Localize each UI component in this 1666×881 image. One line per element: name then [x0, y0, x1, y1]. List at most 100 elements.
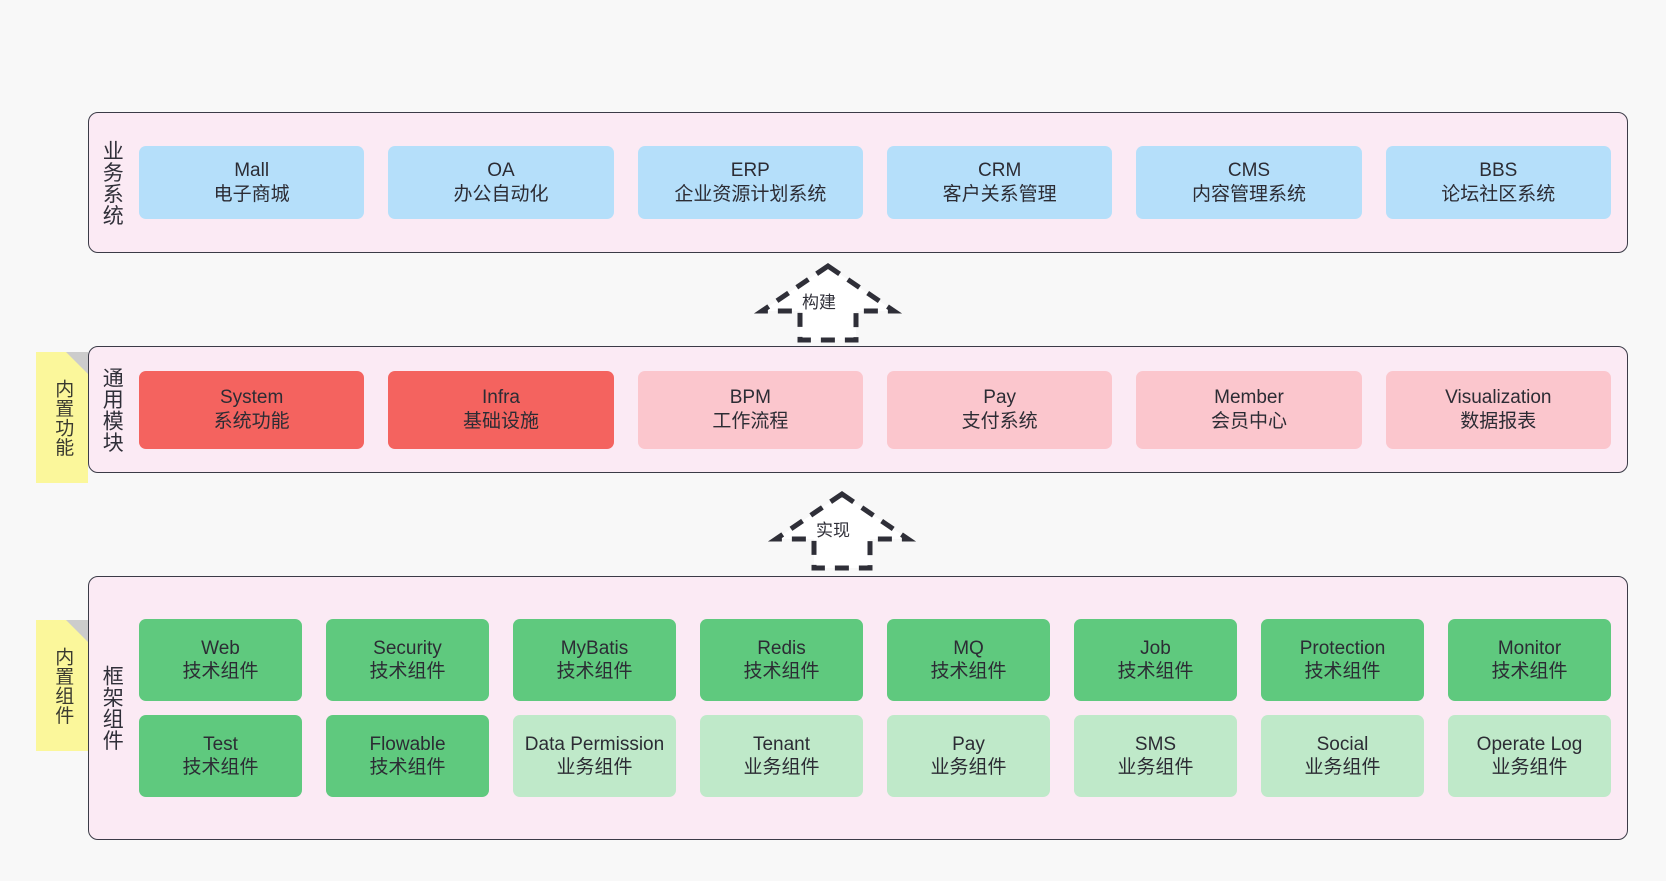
node-title: Security: [373, 637, 442, 659]
node-redis[interactable]: Redis 技术组件: [700, 619, 863, 701]
layer-business-systems: 业务系统 Mall 电子商城 OA 办公自动化 ERP 企业资源计划系统 CRM…: [88, 112, 1628, 253]
node-job[interactable]: Job 技术组件: [1074, 619, 1237, 701]
sticky-note-text: 内置功能: [52, 378, 74, 457]
node-pay-component[interactable]: Pay 业务组件: [887, 715, 1050, 797]
sticky-note-text: 内置组件: [52, 646, 74, 725]
node-operate-log[interactable]: Operate Log 业务组件: [1448, 715, 1611, 797]
node-pay-module[interactable]: Pay 支付系统: [886, 370, 1113, 449]
node-subtitle: 技术组件: [182, 757, 259, 778]
node-subtitle: 技术组件: [369, 661, 446, 682]
node-subtitle: 业务组件: [556, 757, 633, 778]
node-subtitle: 业务组件: [930, 757, 1007, 778]
node-title: Member: [1214, 387, 1284, 409]
node-visualization[interactable]: Visualization 数据报表: [1385, 370, 1611, 449]
node-title: Pay: [952, 733, 985, 755]
node-title: Infra: [481, 387, 520, 409]
layer-caption-framework-components: 框架组件: [100, 665, 124, 751]
node-subtitle: 技术组件: [1304, 661, 1381, 682]
node-title: ERP: [730, 160, 770, 182]
node-title: Pay: [983, 387, 1017, 409]
node-title: System: [219, 387, 284, 409]
arrow-implement-label: 实现: [816, 521, 850, 540]
arrow-implement-shape: [767, 490, 917, 571]
arrow-build-label: 构建: [802, 293, 836, 312]
node-subtitle: 内容管理系统: [1191, 183, 1306, 205]
node-title: MQ: [953, 637, 984, 659]
node-subtitle: 技术组件: [1491, 661, 1568, 682]
node-subtitle: 工作流程: [712, 410, 789, 432]
node-title: Operate Log: [1476, 733, 1583, 755]
node-subtitle: 会员中心: [1210, 410, 1287, 432]
node-member[interactable]: Member 会员中心: [1136, 370, 1362, 449]
node-monitor[interactable]: Monitor 技术组件: [1448, 619, 1611, 701]
note-fold-corner-icon: [66, 352, 88, 374]
note-fold-corner-icon: [66, 620, 88, 642]
node-subtitle: 支付系统: [961, 410, 1038, 432]
node-subtitle: 技术组件: [182, 661, 259, 682]
node-title: Data Permission: [524, 733, 665, 755]
node-title: Mall: [234, 160, 270, 182]
node-subtitle: 技术组件: [930, 661, 1007, 682]
node-subtitle: 客户关系管理: [942, 183, 1057, 205]
node-security[interactable]: Security 技术组件: [326, 619, 489, 701]
node-mybatis[interactable]: MyBatis 技术组件: [513, 619, 676, 701]
node-title: Monitor: [1497, 637, 1562, 659]
node-mall[interactable]: Mall 电子商城: [139, 146, 365, 219]
node-mq[interactable]: MQ 技术组件: [887, 619, 1050, 701]
node-erp[interactable]: ERP 企业资源计划系统: [637, 146, 863, 219]
node-protection[interactable]: Protection 技术组件: [1261, 619, 1424, 701]
layer-body-business-systems: Mall 电子商城 OA 办公自动化 ERP 企业资源计划系统 CRM 客户关系…: [133, 113, 1627, 252]
sticky-note-builtin-features: 内置功能: [36, 352, 88, 483]
node-oa[interactable]: OA 办公自动化: [388, 146, 614, 219]
arrow-build: 构建: [753, 262, 903, 343]
arrow-implement: 实现: [767, 490, 917, 571]
node-title: Redis: [757, 637, 806, 659]
node-social[interactable]: Social 业务组件: [1261, 715, 1424, 797]
layer-framework-components: 框架组件 Web 技术组件 Security 技术组件 MyBatis 技术组件…: [88, 576, 1628, 840]
node-test[interactable]: Test 技术组件: [139, 715, 302, 797]
node-subtitle: 业务组件: [1304, 757, 1381, 778]
node-title: Flowable: [369, 733, 446, 755]
layer-caption-business-systems: 业务系统: [100, 139, 124, 226]
layer-caption-common-modules: 通用模块: [100, 366, 124, 453]
node-title: Visualization: [1445, 387, 1552, 409]
node-subtitle: 基础设施: [462, 410, 539, 432]
node-title: CMS: [1227, 160, 1271, 182]
node-row: System 系统功能 Infra 基础设施 BPM 工作流程 Pay 支付系统…: [139, 370, 1611, 449]
node-bbs[interactable]: BBS 论坛社区系统: [1385, 146, 1611, 219]
node-flowable[interactable]: Flowable 技术组件: [326, 715, 489, 797]
layer-common-modules: 通用模块 System 系统功能 Infra 基础设施 BPM 工作流程 Pay…: [88, 346, 1628, 473]
node-sms[interactable]: SMS 业务组件: [1074, 715, 1237, 797]
node-subtitle: 电子商城: [213, 183, 290, 205]
node-subtitle: 数据报表: [1460, 410, 1537, 432]
node-title: Job: [1140, 637, 1171, 659]
node-title: Tenant: [752, 733, 811, 755]
node-data-permission[interactable]: Data Permission 业务组件: [513, 715, 676, 797]
node-subtitle: 业务组件: [1117, 757, 1194, 778]
node-subtitle: 技术组件: [369, 757, 446, 778]
node-title: BPM: [729, 387, 771, 409]
node-web[interactable]: Web 技术组件: [139, 619, 302, 701]
arrow-build-shape: [753, 262, 903, 343]
node-infra[interactable]: Infra 基础设施: [388, 370, 614, 449]
node-subtitle: 技术组件: [743, 661, 820, 682]
layer-body-common-modules: System 系统功能 Infra 基础设施 BPM 工作流程 Pay 支付系统…: [133, 347, 1627, 472]
node-subtitle: 系统功能: [213, 410, 290, 432]
layer-body-framework-components: Web 技术组件 Security 技术组件 MyBatis 技术组件 Redi…: [133, 577, 1627, 839]
node-title: MyBatis: [560, 637, 629, 659]
node-row: Test 技术组件 Flowable 技术组件 Data Permission …: [139, 715, 1611, 797]
node-tenant[interactable]: Tenant 业务组件: [700, 715, 863, 797]
node-subtitle: 论坛社区系统: [1441, 183, 1556, 205]
node-title: Test: [203, 733, 238, 755]
node-crm[interactable]: CRM 客户关系管理: [886, 146, 1113, 219]
node-system[interactable]: System 系统功能: [139, 370, 365, 449]
node-row: Web 技术组件 Security 技术组件 MyBatis 技术组件 Redi…: [139, 619, 1611, 701]
node-title: CRM: [978, 160, 1022, 182]
node-bpm[interactable]: BPM 工作流程: [637, 370, 863, 449]
node-subtitle: 业务组件: [743, 757, 820, 778]
node-title: OA: [487, 160, 515, 182]
node-subtitle: 技术组件: [556, 661, 633, 682]
node-cms[interactable]: CMS 内容管理系统: [1136, 146, 1362, 219]
node-title: Social: [1316, 733, 1369, 755]
